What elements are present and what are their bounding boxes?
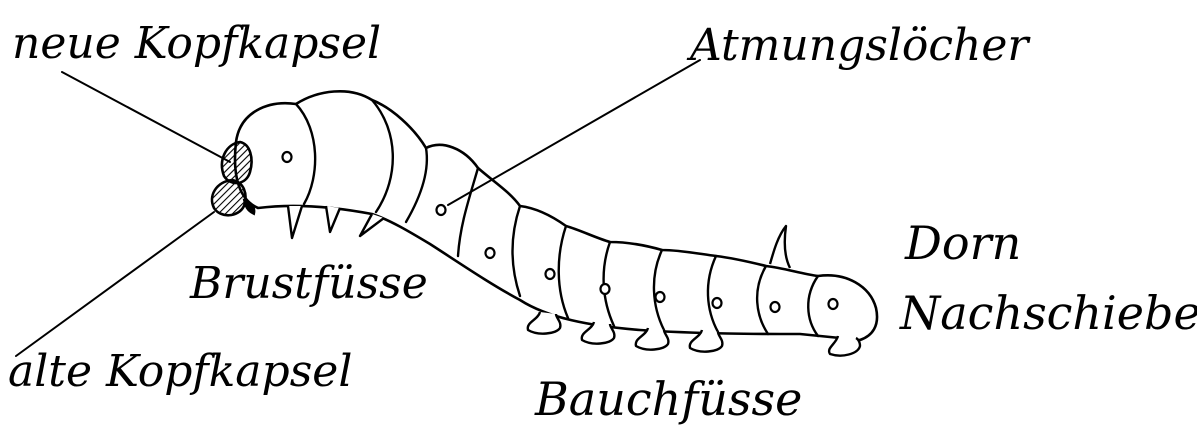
- spiracle: [486, 248, 495, 258]
- leader-line-atmungsloecher: [448, 60, 700, 205]
- old-head-capsule: [212, 180, 245, 215]
- label-neue-kopfkapsel: neue Kopfkapsel: [12, 22, 381, 66]
- spiracle: [546, 269, 555, 279]
- thoracic-leg: [360, 214, 384, 236]
- spiracle: [829, 299, 838, 309]
- label-dorn: Dorn: [905, 220, 1021, 266]
- thoracic-leg: [288, 206, 302, 238]
- spiracle: [713, 298, 722, 308]
- label-nachschieber: Nachschieber: [900, 290, 1197, 336]
- proleg: [829, 336, 860, 356]
- leader-line-alte-kopfkapsel: [16, 212, 214, 356]
- label-atmungsloecher: Atmungslöcher: [690, 24, 1028, 68]
- label-alte-kopfkapsel: alte Kopfkapsel: [8, 350, 352, 394]
- spiracle: [656, 292, 665, 302]
- spiracle: [601, 284, 610, 294]
- leader-line-neue-kopfkapsel: [62, 72, 230, 162]
- spiracle: [437, 205, 446, 215]
- new-head-capsule: [222, 142, 252, 183]
- spiracle: [283, 152, 292, 162]
- label-brustfuesse: Brustfüsse: [190, 262, 428, 306]
- label-bauchfuesse: Bauchfüsse: [535, 376, 802, 422]
- thoracic-leg: [326, 206, 340, 232]
- proleg: [582, 322, 615, 344]
- spiracle: [771, 302, 780, 312]
- horn: [770, 226, 790, 268]
- proleg: [528, 312, 561, 334]
